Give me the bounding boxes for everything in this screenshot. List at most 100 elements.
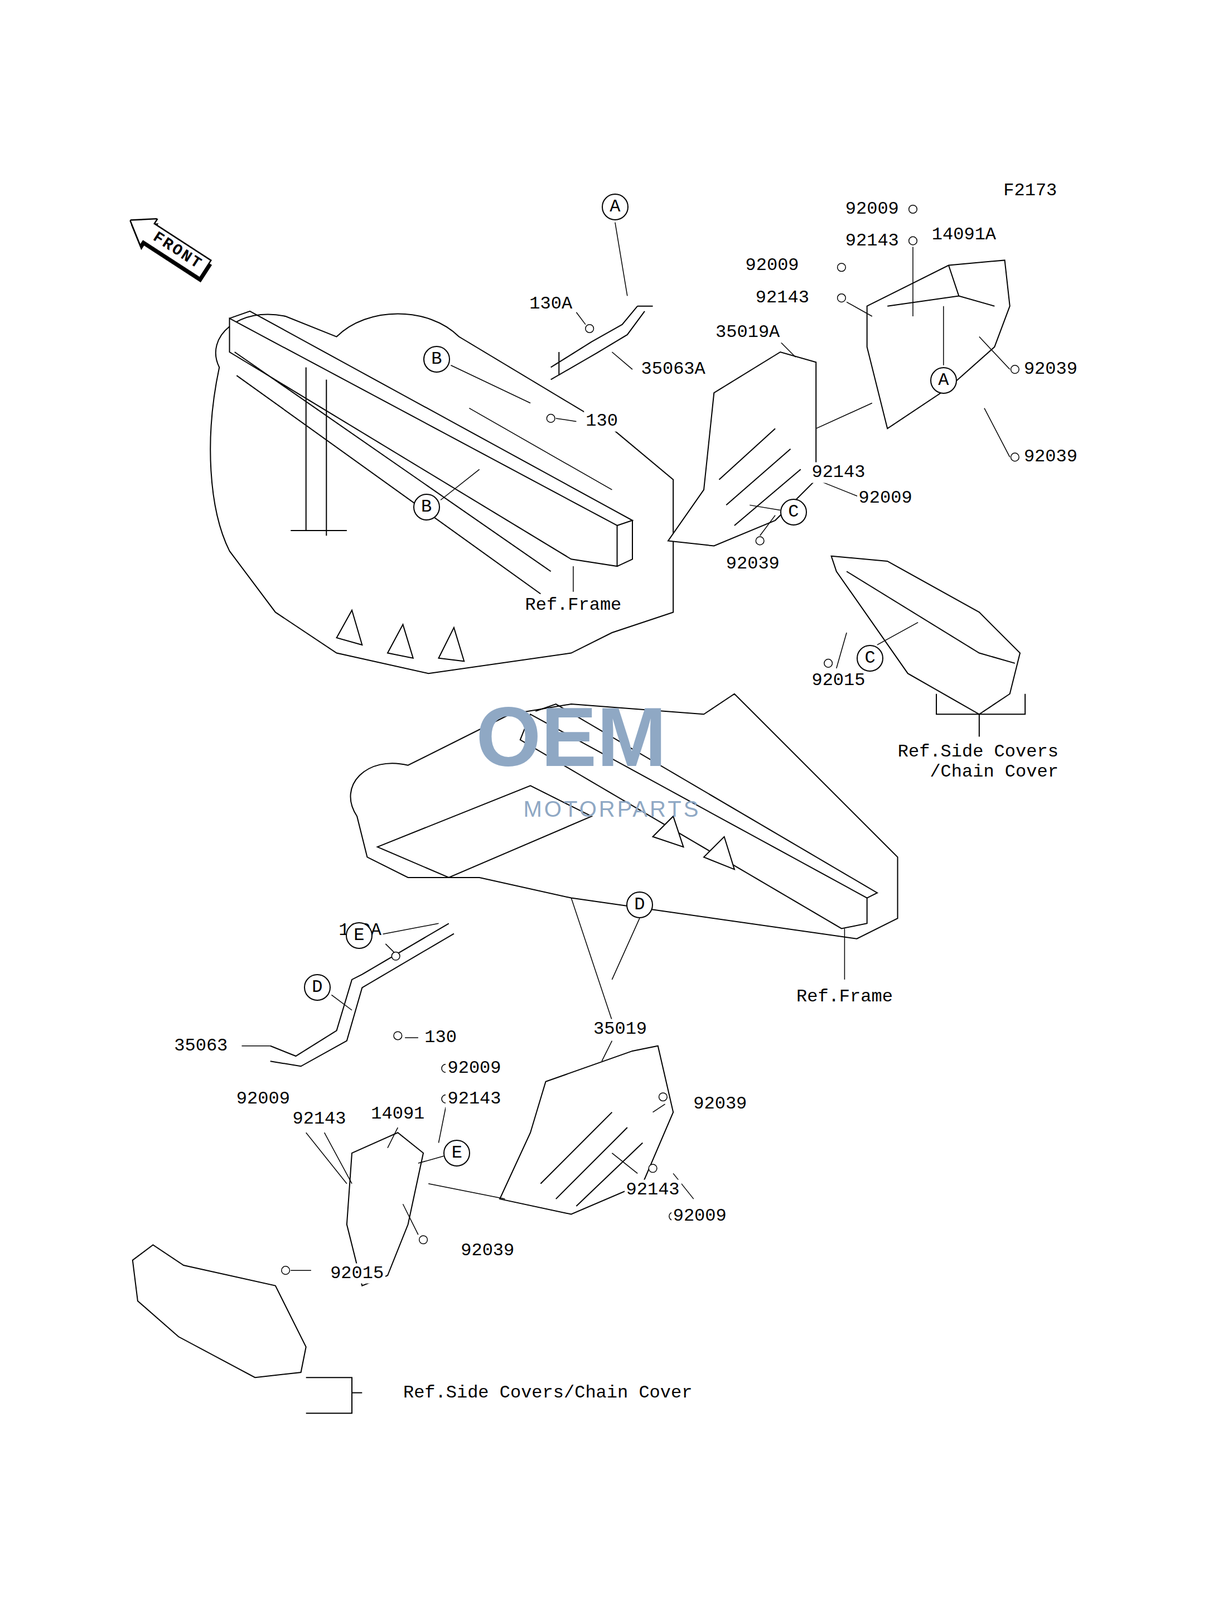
leader-line [984,408,1010,458]
fastener-symbol [659,1092,668,1101]
fastener-symbol [648,1163,657,1173]
leader-line [556,418,577,422]
fastener-symbol [909,236,918,245]
leader-line [846,301,873,317]
reference-letter: C [788,503,799,521]
watermark: OEM [474,688,669,785]
leader-line [428,1183,505,1199]
callout-number: 92039 [1022,359,1080,380]
reference-letter: D [311,978,323,997]
callout-number: 92143 [445,1088,503,1109]
leader-line [306,1132,347,1183]
callout-number: F2173 [1001,180,1059,202]
leader-line [760,515,776,536]
callout-number: Ref.Frame [523,594,623,616]
arrow-body [121,206,215,282]
reference-circle: B [423,345,451,373]
reference-circle: A [601,193,629,221]
cross-tube [234,351,551,594]
reference-circle: D [303,973,331,1001]
callout-number: Ref.Side Covers/Chain Cover [401,1381,694,1403]
leader-line [440,469,480,500]
fastener-symbol [419,1235,428,1244]
fastener-symbol [281,1265,290,1275]
callout-number: 14091A [930,224,998,245]
frame-post [290,366,347,536]
reference-letter: E [353,926,365,945]
callout-number: 92015 [328,1262,386,1284]
callout-number: 35019 [591,1018,649,1040]
leader-line [943,306,945,366]
side-cover [132,1244,307,1377]
reference-letter: B [421,498,432,516]
reference-letter: A [938,371,949,390]
leader-line [402,1203,418,1235]
leader-line [450,365,531,404]
reference-circle: D [626,891,654,918]
leader-line [571,897,612,1021]
leader-line [374,922,439,936]
callout-number: 92143 [809,461,867,483]
leader-line [387,1127,398,1148]
leader-line [844,927,846,979]
callout-number: 92143 [843,230,901,251]
cover-plate [668,351,816,546]
callout-number: 92009 [234,1088,292,1109]
leader-line [438,1106,446,1143]
callout-number: 92009 [445,1057,503,1079]
reference-circle: E [443,1139,471,1167]
bracket-mark [936,693,1026,737]
callout-number: 92039 [691,1093,749,1115]
callout-number: 35019A [713,322,782,343]
bracket-mark [306,1376,363,1413]
callout-number: 92143 [753,287,811,309]
reference-circle: C [856,644,884,672]
leader-line [290,1269,312,1271]
leader-line [576,312,586,325]
guard [867,259,1010,429]
leader-line [979,336,1010,370]
leader-line [404,1036,419,1038]
leader-line [572,566,574,592]
fastener-symbol [393,1031,403,1040]
bracket [550,306,654,380]
callout-number: 35063A [639,359,708,380]
reference-letter: C [864,649,876,667]
reference-circle: A [930,366,957,394]
frame-fin [653,815,735,869]
reference-letter: E [451,1143,463,1162]
frame-outline [210,313,674,674]
reference-letter: B [431,350,442,369]
frame-rail-top [229,311,633,567]
fastener-symbol [1011,452,1020,462]
leader-line [331,994,352,1010]
leader-line [611,351,633,370]
callout-number: 92143 [290,1108,348,1130]
callout-number: 92039 [1022,446,1080,468]
leader-line [836,632,847,669]
callout-number: 92009 [743,254,801,276]
drawing-group [132,205,1026,1414]
watermark: MOTORPARTS [521,795,703,822]
leader-line [611,1152,638,1174]
callout-number: 92009 [671,1205,729,1227]
leader-line [912,247,914,317]
leader-line [877,622,918,645]
fastener-symbol [1011,365,1020,374]
callout-number: 35063 [172,1035,230,1056]
leader-line [241,1045,270,1047]
leader-line [653,1103,666,1113]
cover-ribs [718,428,801,526]
callout-number: 92009 [843,199,901,220]
fastener-symbol [837,263,847,272]
leader-line [615,222,628,297]
leader-line [815,402,873,429]
reference-note: Ref.Side Covers /Chain Cover [885,741,1061,783]
callout-number: 130 [583,411,620,432]
callout-number: 14091 [369,1103,427,1125]
fastener-symbol [909,205,918,214]
callout-number: 130A [527,293,574,315]
leader-line [418,1155,444,1163]
callout-number: 92015 [809,670,867,691]
leader-line [611,917,640,980]
